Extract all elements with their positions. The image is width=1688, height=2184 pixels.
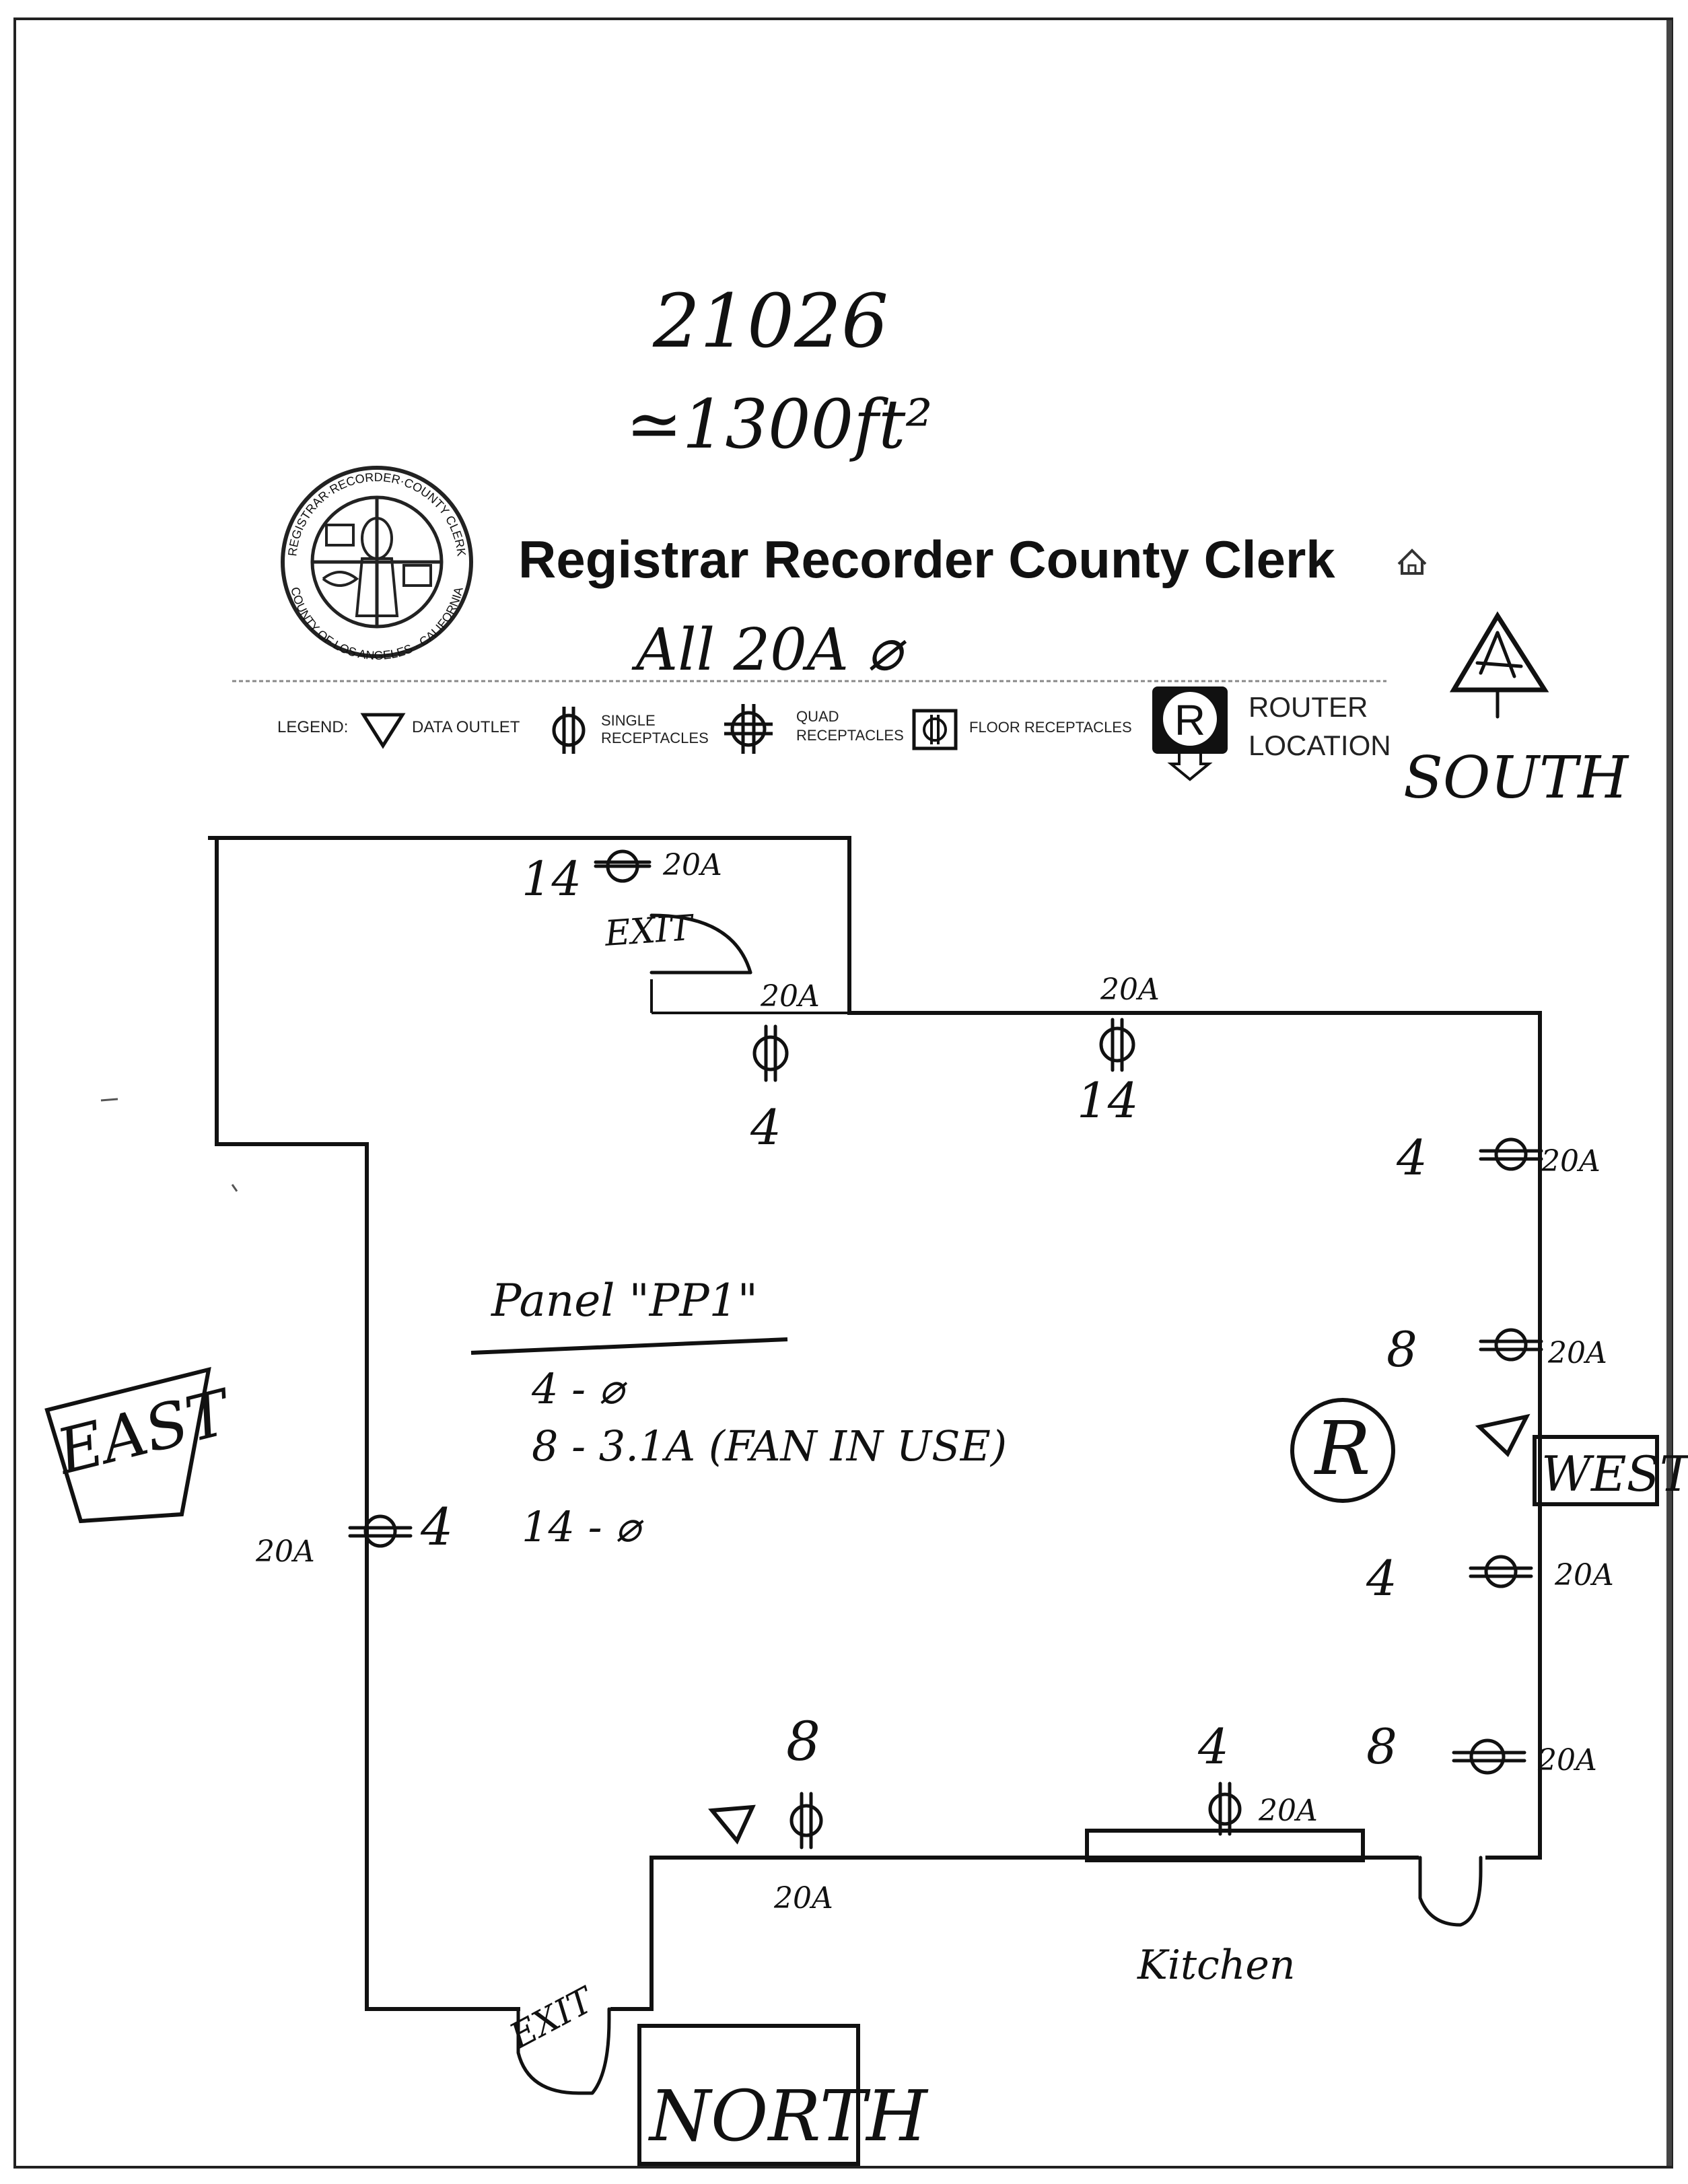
data-outlet-symbol-icon — [360, 713, 406, 749]
data-outlet-icon — [1475, 1413, 1531, 1457]
single-receptacle-icon — [348, 1514, 413, 1548]
outlet-circuit: 4 — [1197, 1718, 1229, 1775]
outlet-circuit: 8 — [1366, 1718, 1397, 1775]
area-note: ≃1300ft² — [626, 385, 933, 464]
panel-title: Panel "PP1" — [491, 1275, 758, 1327]
outlet-rating: 20A — [1541, 1144, 1601, 1178]
single-receptacle-icon — [1452, 1738, 1526, 1775]
data-outlet-icon — [708, 1804, 756, 1845]
outlet-circuit: 4 — [420, 1497, 453, 1557]
receptacle-outlet: 20A 14 — [1077, 973, 1160, 1129]
scan-mark — [100, 1098, 118, 1102]
receptacle-outlet: 20A 4 — [255, 1497, 453, 1569]
compass-north: NORTH — [637, 2024, 929, 2166]
exit-top-label: EXIT — [603, 908, 696, 954]
compass-east-label: EAST — [48, 1376, 240, 1489]
panel-title-underline — [470, 1337, 788, 1355]
legend-label: LEGEND: — [277, 718, 348, 736]
outlet-rating: 20A — [1547, 1336, 1607, 1370]
receptacle-outlet: 14 20A — [522, 848, 722, 907]
compass-south: SOUTH — [1403, 744, 1629, 812]
compass-west-label: WEST — [1541, 1446, 1688, 1502]
single-receptacle-icon — [1208, 1782, 1242, 1836]
outlet-rating: 20A — [1537, 1743, 1597, 1777]
legend-single-2: RECEPTACLES — [601, 730, 709, 746]
legend-router-1: ROUTER — [1249, 691, 1368, 723]
legend-quad-1: QUAD — [796, 708, 839, 725]
outlet-circuit: 14 — [522, 851, 582, 907]
single-receptacle-icon — [594, 849, 652, 883]
outlet-rating: 20A — [1554, 1558, 1614, 1592]
compass-north-label: NORTH — [647, 2075, 929, 2157]
outlet-circuit: 8 — [786, 1710, 820, 1773]
single-receptacle-icon — [1479, 1137, 1543, 1171]
outlet-circuit: 4 — [750, 1099, 781, 1156]
compass-west: WEST — [1533, 1435, 1688, 1506]
legend: LEGEND: DATA OUTLET SINGLE RECEPTACLES Q… — [277, 686, 1391, 781]
outlet-rating: 20A — [1100, 973, 1160, 1007]
outlet-rating: 20A — [662, 848, 722, 882]
outlet-circuit: 4 — [1366, 1550, 1397, 1607]
outlet-circuit: 4 — [1396, 1129, 1428, 1186]
panel-line-1: 4 - ⌀ — [531, 1364, 628, 1413]
panel-schedule: Panel "PP1" 4 - ⌀ 8 - 3.1A (FAN IN USE) … — [470, 1275, 1007, 1551]
home-icon — [1397, 549, 1427, 575]
kitchen-door — [1418, 1856, 1483, 1927]
compass-triangle-icon — [1449, 611, 1549, 719]
outlet-circuit: 14 — [1077, 1072, 1139, 1129]
floor-receptacle-symbol-icon — [912, 709, 958, 750]
panel-line-2: 8 - 3.1A (FAN IN USE) — [532, 1421, 1007, 1471]
single-receptacle-symbol-icon — [552, 707, 586, 754]
single-receptacle-icon — [1479, 1328, 1543, 1362]
exit-bottom-label: EXIT — [503, 1979, 602, 2057]
outlet-rating: 20A — [773, 1881, 833, 1915]
floor-plan — [208, 836, 1542, 2095]
compass-east: EAST — [44, 1366, 240, 1524]
legend-floor: FLOOR RECEPTACLES — [969, 719, 1132, 736]
outlet-rating: 20A — [760, 979, 820, 1014]
scan-mark — [231, 1184, 238, 1192]
single-receptacle-icon — [789, 1792, 823, 1850]
job-number: 21026 — [652, 278, 888, 364]
single-receptacle-icon — [1099, 1018, 1135, 1072]
panel-line-3: 14 - ⌀ — [522, 1502, 644, 1551]
router-location-letter: R — [1314, 1405, 1371, 1491]
receptacle-outlet: 4 20A — [1366, 1550, 1614, 1607]
single-receptacle-icon — [752, 1024, 789, 1082]
router-location-marker: R — [1290, 1398, 1395, 1503]
receptacle-outlet: 20A 4 — [750, 979, 820, 1156]
outlet-rating: 20A — [255, 1535, 315, 1569]
all-circuits-note: All 20A ⌀ — [631, 617, 907, 684]
legend-single-1: SINGLE — [601, 712, 656, 729]
org-title: Registrar Recorder County Clerk — [518, 530, 1335, 589]
exit-bottom-door — [516, 2007, 611, 2095]
router-symbol-letter: R — [1174, 696, 1205, 744]
exit-top-door-swing — [649, 913, 752, 975]
receptacle-outlet: 8 20A — [1366, 1718, 1597, 1777]
outlet-rating: 20A — [1258, 1794, 1318, 1828]
receptacle-outlet: 4 20A — [1197, 1718, 1318, 1836]
legend-router-2: LOCATION — [1249, 730, 1391, 761]
receptacle-outlet: 8 20A — [773, 1710, 833, 1915]
county-seal-icon: REGISTRAR·RECORDER·COUNTY CLERK COUNTY O… — [281, 466, 473, 662]
kitchen-label: Kitchen — [1137, 1942, 1296, 1989]
outlet-circuit: 8 — [1386, 1321, 1417, 1378]
receptacle-outlet: 8 20A — [1386, 1321, 1607, 1378]
legend-quad-2: RECEPTACLES — [796, 727, 904, 744]
legend-data-outlet: DATA OUTLET — [412, 718, 520, 736]
quad-receptacle-symbol-icon — [724, 704, 773, 754]
receptacle-outlet: 4 20A — [1396, 1129, 1601, 1186]
kitchen-counter — [1085, 1829, 1365, 1862]
single-receptacle-icon — [1469, 1555, 1533, 1588]
router-symbol-icon: R — [1152, 686, 1228, 781]
